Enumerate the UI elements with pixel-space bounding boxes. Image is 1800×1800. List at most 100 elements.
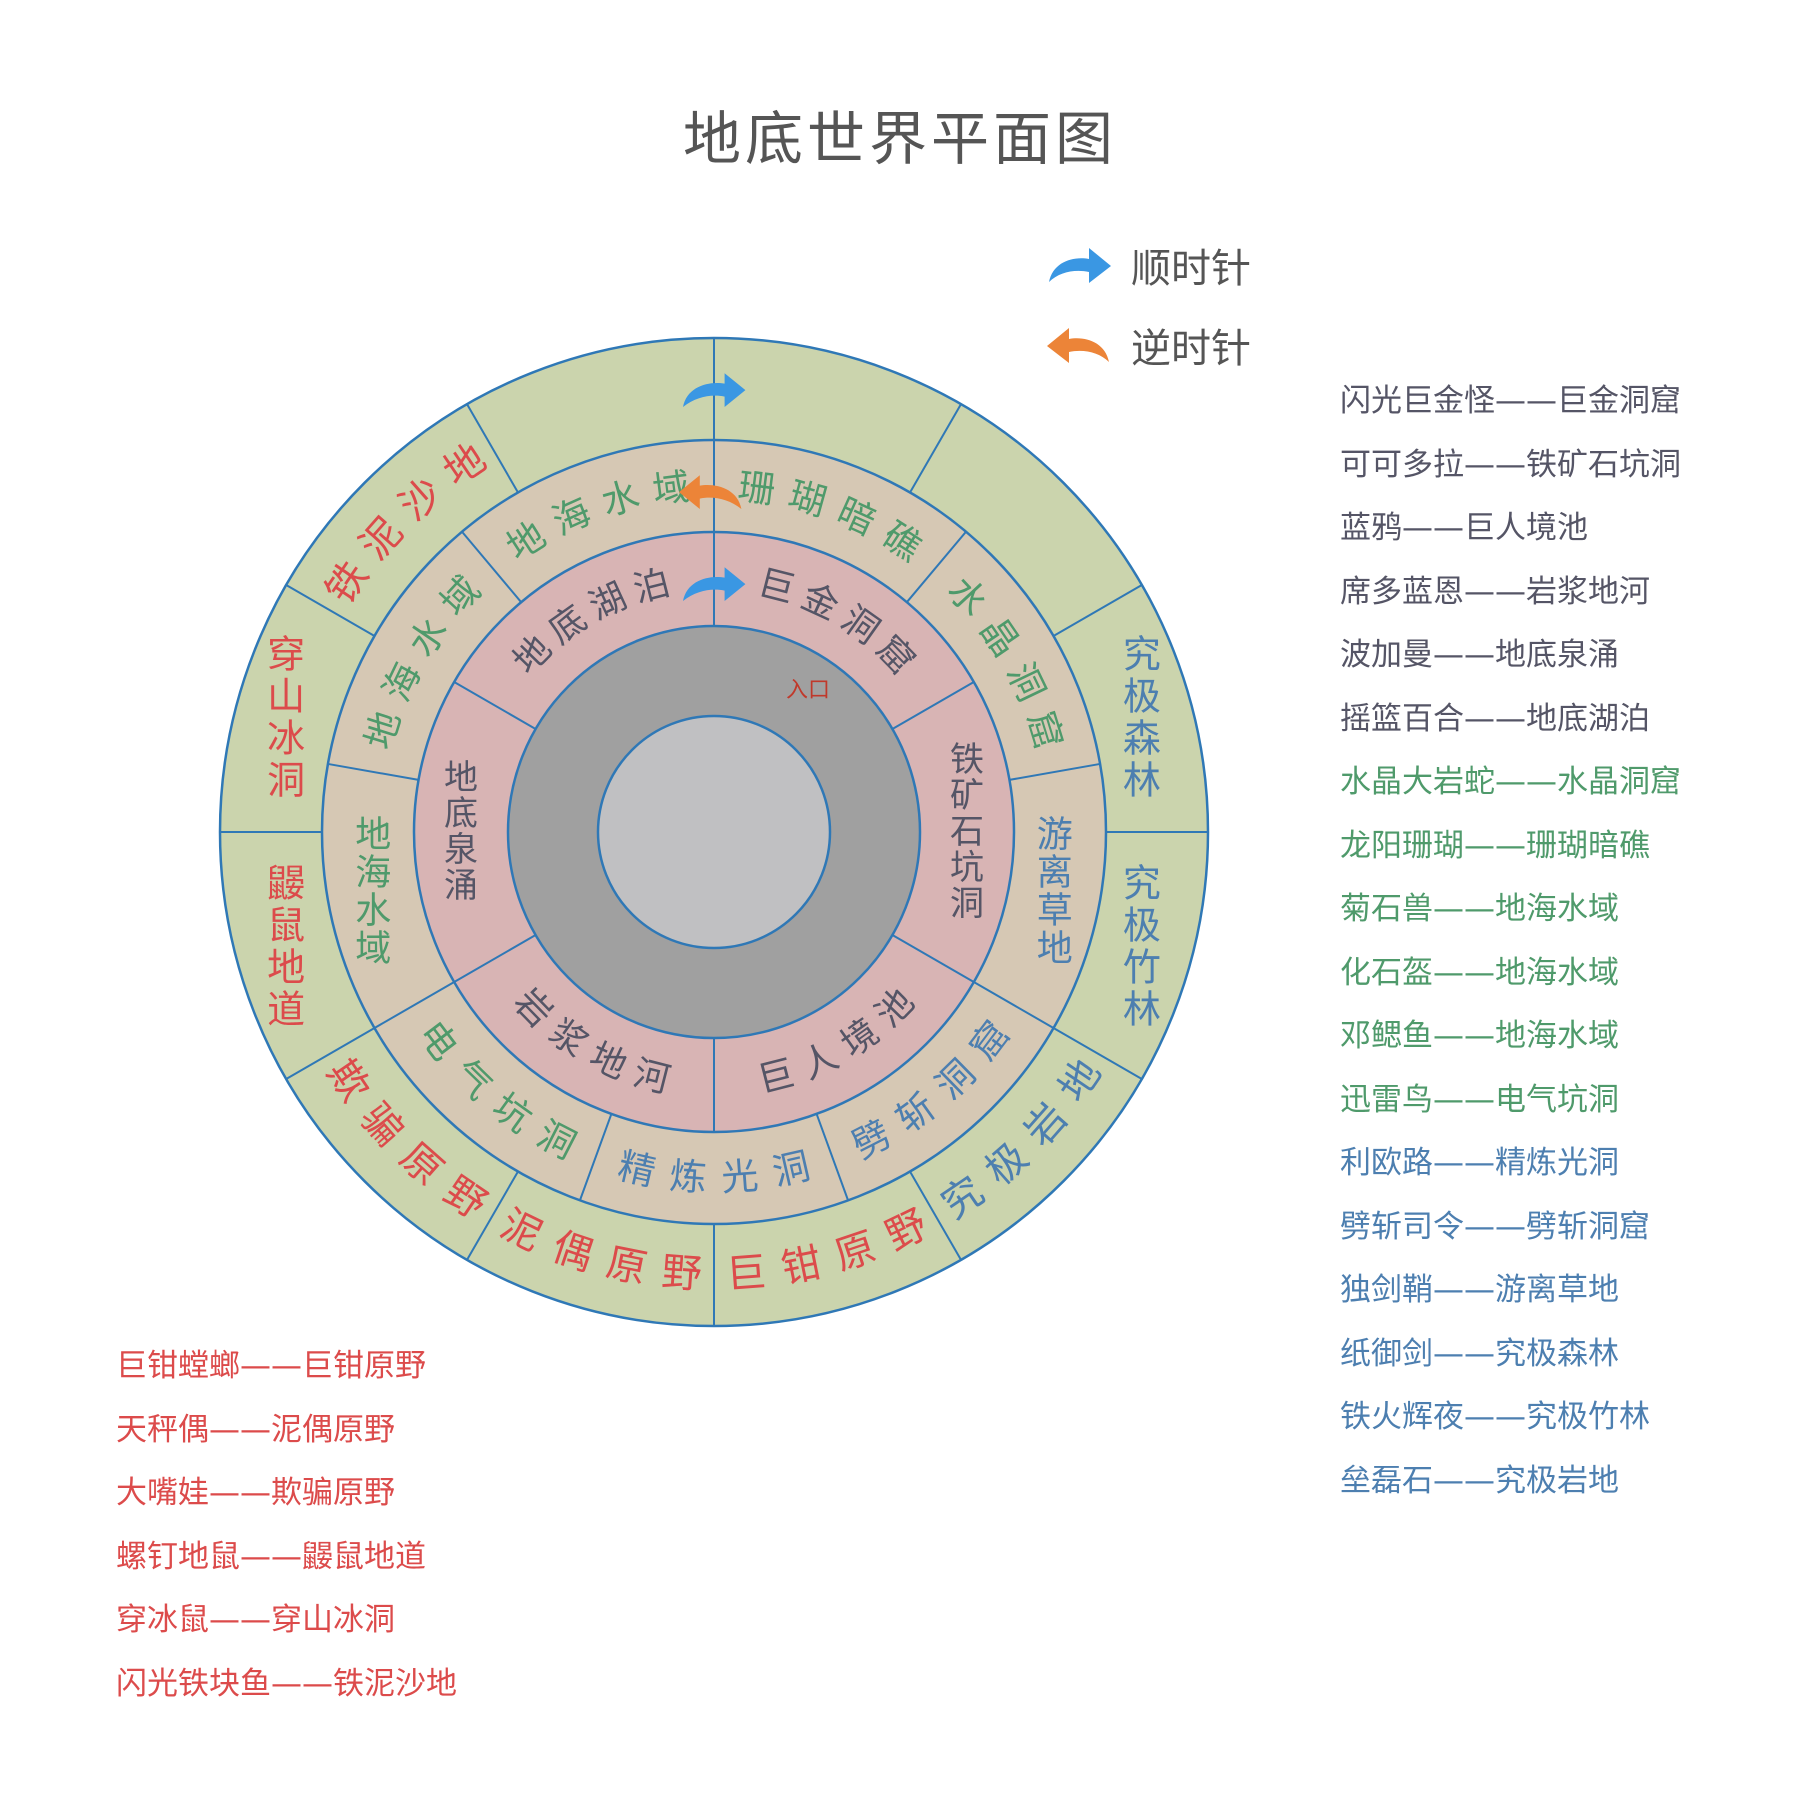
page-title: 地底世界平面图 <box>682 105 1117 173</box>
middle-divider <box>327 762 419 781</box>
outer-region-3-char: 究 <box>1123 862 1161 906</box>
inner-divider <box>891 934 975 983</box>
inner-region-1: 铁矿石坑洞 <box>950 740 984 924</box>
middle-region-6-char: 海 <box>355 853 391 894</box>
key-left-entry: 闪光铁块鱼——铁泥沙地 <box>116 1665 457 1702</box>
outer-region-8-char: 鼹 <box>267 862 305 906</box>
inner-divider <box>891 681 975 730</box>
key-left-entry: 大嘴娃——欺骗原野 <box>116 1475 395 1511</box>
clockwise-arrow-icon <box>1049 248 1111 283</box>
outer-region-8-char: 地 <box>267 946 305 990</box>
middle-region-2-char: 离 <box>1037 853 1073 894</box>
inner-region-1-char: 铁 <box>950 740 984 780</box>
outer-divider <box>909 403 962 494</box>
key-left-entry: 天秤偶——泥偶原野 <box>116 1411 395 1448</box>
outer-clockwise-arrow-icon <box>683 373 746 407</box>
outer-region-8: 鼹鼠地道 <box>267 862 305 1032</box>
entrance-label: 入口 <box>786 678 830 703</box>
middle-divider <box>815 1113 850 1201</box>
legend-clockwise-label: 顺时针 <box>1131 246 1251 292</box>
outer-region-3-char: 极 <box>1123 904 1161 948</box>
inner-region-1-char: 石 <box>950 812 984 852</box>
outer-region-8-char: 道 <box>267 988 305 1032</box>
middle-region-0-char: 珊 <box>736 465 778 512</box>
middle-region-2-char: 草 <box>1037 891 1073 932</box>
middle-counterclockwise-arrow-icon <box>679 475 742 509</box>
key-right-entry: 可可多拉——铁矿石坑洞 <box>1340 446 1681 483</box>
key-right-entry: 波加曼——地底泉涌 <box>1340 637 1619 673</box>
outer-region-3-char: 林 <box>1123 988 1161 1032</box>
outer-region-2-char: 林 <box>1123 758 1161 802</box>
outer-divider <box>1052 1027 1143 1080</box>
outer-region-2-char: 森 <box>1123 716 1161 760</box>
middle-region-4-char: 炼 <box>668 1154 708 1200</box>
outer-region-8-char: 鼠 <box>267 904 305 948</box>
outer-region-5-char: 钳 <box>777 1240 825 1293</box>
middle-region-6-char: 域 <box>355 929 391 970</box>
key-list-left: 巨钳螳螂——巨钳原野天秤偶——泥偶原野大嘴娃——欺骗原野螺钉地鼠——鼹鼠地道穿冰… <box>116 1335 457 1716</box>
key-right-entry: 独剑鞘——游离草地 <box>1340 1272 1619 1308</box>
key-right-entry: 菊石兽——地海水域 <box>1340 891 1619 927</box>
outer-divider <box>909 1170 962 1261</box>
inner-region-4: 地底泉涌 <box>444 758 478 906</box>
outer-divider <box>1052 584 1143 637</box>
key-left-entry: 巨钳螳螂——巨钳原野 <box>116 1348 426 1384</box>
middle-divider <box>906 531 967 603</box>
middle-region-6: 地海水域 <box>355 815 391 970</box>
inner-region-1-char: 矿 <box>950 776 984 816</box>
counterclockwise-arrow-icon <box>1047 328 1109 363</box>
center-circle <box>596 714 832 950</box>
key-list-right: 闪光巨金怪——巨金洞窟可可多拉——铁矿石坑洞蓝鸦——巨人境池席多蓝恩——岩浆地河… <box>1340 370 1681 1513</box>
outer-divider <box>466 1170 519 1261</box>
key-right-entry: 龙阳珊瑚——珊瑚暗礁 <box>1340 827 1650 864</box>
middle-region-6-char: 地 <box>355 815 391 856</box>
key-right-entry: 垒磊石——究极岩地 <box>1340 1462 1619 1499</box>
outer-divider <box>466 403 519 494</box>
legend-counterclockwise-label: 逆时针 <box>1131 326 1251 372</box>
middle-divider <box>973 981 1054 1029</box>
legend-clockwise: 顺时针 <box>1045 240 1251 292</box>
key-left-entry: 穿冰鼠——穿山冰洞 <box>116 1602 395 1638</box>
key-right-entry: 摇篮百合——地底湖泊 <box>1340 700 1650 737</box>
inner-region-1-char: 坑 <box>950 848 984 888</box>
inner-divider <box>453 934 537 983</box>
outer-region-2-char: 究 <box>1123 632 1161 676</box>
outer-divider <box>285 584 376 637</box>
key-right-entry: 劈斩司令——劈斩洞窟 <box>1340 1208 1650 1245</box>
middle-divider <box>374 981 455 1029</box>
key-right-entry: 水晶大岩蛇——水晶洞窟 <box>1340 764 1681 800</box>
outer-region-9-char: 山 <box>267 674 305 718</box>
outer-region-9-char: 穿 <box>267 632 305 676</box>
middle-region-2-char: 游 <box>1037 815 1073 856</box>
inner-region-4-char: 地 <box>444 758 478 798</box>
middle-region-6-char: 水 <box>355 891 391 932</box>
middle-region-2-char: 地 <box>1037 929 1073 970</box>
outer-divider <box>285 1027 376 1080</box>
outer-region-3-char: 竹 <box>1123 946 1161 990</box>
key-right-entry: 闪光巨金怪——巨金洞窟 <box>1340 383 1681 419</box>
key-left-entry: 螺钉地鼠——鼹鼠地道 <box>116 1538 426 1575</box>
outer-region-2-char: 极 <box>1123 674 1161 718</box>
outer-region-9: 穿山冰洞 <box>267 632 305 802</box>
key-right-entry: 利欧路——精炼光洞 <box>1340 1145 1619 1181</box>
key-right-entry: 邓鳃鱼——地海水域 <box>1340 1018 1619 1054</box>
outer-region-6-char: 原 <box>602 1240 650 1293</box>
middle-divider <box>1009 762 1101 781</box>
middle-region-4-char: 光 <box>720 1154 760 1200</box>
outer-region-6-char: 野 <box>660 1249 703 1298</box>
inner-region-1-char: 洞 <box>950 884 984 924</box>
inner-region-4-char: 底 <box>444 794 478 834</box>
outer-region-5-char: 巨 <box>725 1249 768 1298</box>
inner-region-4-char: 涌 <box>444 866 478 906</box>
outer-region-3: 究极竹林 <box>1123 862 1161 1032</box>
middle-region-2: 游离草地 <box>1037 815 1073 970</box>
inner-divider <box>453 681 537 730</box>
inner-region-4-char: 泉 <box>444 830 478 870</box>
key-right-entry: 迅雷鸟——电气坑洞 <box>1340 1081 1619 1118</box>
outer-region-9-char: 冰 <box>267 716 305 760</box>
outer-region-9-char: 洞 <box>267 758 305 802</box>
key-right-entry: 纸御剑——究极森林 <box>1340 1335 1619 1372</box>
key-right-entry: 席多蓝恩——岩浆地河 <box>1340 573 1650 610</box>
key-right-entry: 铁火辉夜——究极竹林 <box>1340 1399 1650 1435</box>
